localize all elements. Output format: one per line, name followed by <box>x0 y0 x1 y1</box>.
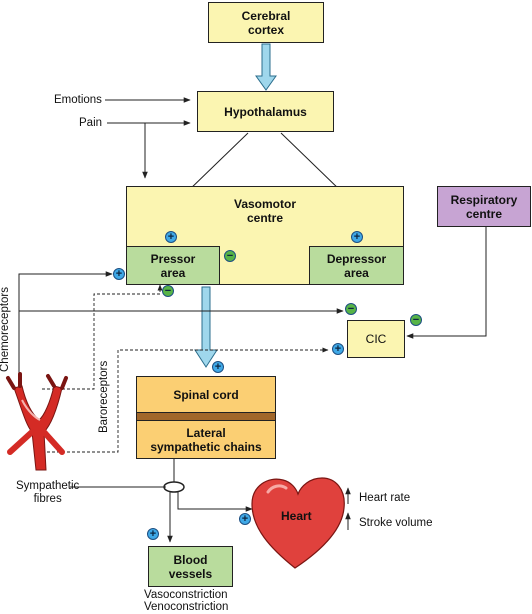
plus-sign-heart: + <box>239 513 251 525</box>
blood-vessels-box: Blood vessels <box>148 546 233 587</box>
plus-sign-depressor-input: + <box>351 231 363 243</box>
minus-sign-respiratory-cic: − <box>410 314 422 326</box>
lateral-chains-box: Lateral sympathetic chains <box>136 420 276 459</box>
respiratory-centre-box: Respiratory centre <box>437 186 531 227</box>
venoconstriction-label: Venoconstriction <box>144 601 229 613</box>
plus-sign-spinal-input: + <box>212 361 224 373</box>
emotions-label: Emotions <box>54 94 102 106</box>
plus-sign-baroreceptor-cic: + <box>332 343 344 355</box>
blood-vessels-label: Blood vessels <box>168 552 213 581</box>
hypothalamus-label: Hypothalamus <box>224 104 307 119</box>
fibre-bundle-ring <box>163 481 185 493</box>
hypothalamus-box: Hypothalamus <box>197 91 334 132</box>
depressor-area-box: Depressor area <box>309 246 404 285</box>
pressor-area-box: Pressor area <box>126 246 220 285</box>
respiratory-centre-label: Respiratory centre <box>450 192 518 221</box>
cic-label: CIC <box>365 332 387 346</box>
baroreceptor-to-cic-line <box>42 347 329 453</box>
cerebral-cortex-label: Cerebral cortex <box>241 8 291 37</box>
heart-rate-label: Heart rate <box>359 492 411 504</box>
fibres-to-heart-arrow <box>177 492 253 512</box>
respiratory-to-cic-arrow <box>406 227 487 339</box>
vasoconstriction-label: Vasoconstriction <box>144 589 228 601</box>
plus-sign-blood-vessels: + <box>147 528 159 540</box>
baroreceptors-label: Baroreceptors <box>98 360 110 433</box>
cortex-to-hypothalamus-arrow <box>255 43 277 91</box>
depressor-area-label: Depressor area <box>326 251 387 280</box>
plus-sign-chemoreceptor-pressor: + <box>113 268 125 280</box>
chemoreceptors-label: Chemoreceptors <box>0 286 11 372</box>
pressor-area-label: Pressor area <box>150 251 196 280</box>
heart-label: Heart <box>281 509 312 523</box>
plus-sign-pressor-input: + <box>165 231 177 243</box>
sympathetic-fibres-label: Sympathetic fibres <box>16 480 80 505</box>
lateral-chains-label: Lateral sympathetic chains <box>150 425 262 454</box>
spinal-cord-box: Spinal cord <box>136 376 276 413</box>
minus-sign-baroreceptor-pressor: − <box>162 285 174 297</box>
pressor-to-spinal-arrow <box>194 286 218 368</box>
minus-sign-chemoreceptor-cic: − <box>345 303 357 315</box>
cerebral-cortex-box: Cerebral cortex <box>208 2 324 43</box>
spinal-cord-label: Spinal cord <box>173 387 239 402</box>
baroreceptor-to-pressor-line <box>42 284 163 390</box>
cic-box: CIC <box>347 320 405 358</box>
blood-vessel-icon <box>6 372 68 471</box>
pain-label: Pain <box>79 117 103 129</box>
vasomotor-centre-label: Vasomotor centre <box>233 197 296 225</box>
minus-sign-depressor-inhibition: − <box>224 250 236 262</box>
heart-shape <box>251 477 345 569</box>
chemoreceptor-to-pressor-line <box>18 271 113 378</box>
stroke-volume-label: Stroke volume <box>359 517 433 529</box>
